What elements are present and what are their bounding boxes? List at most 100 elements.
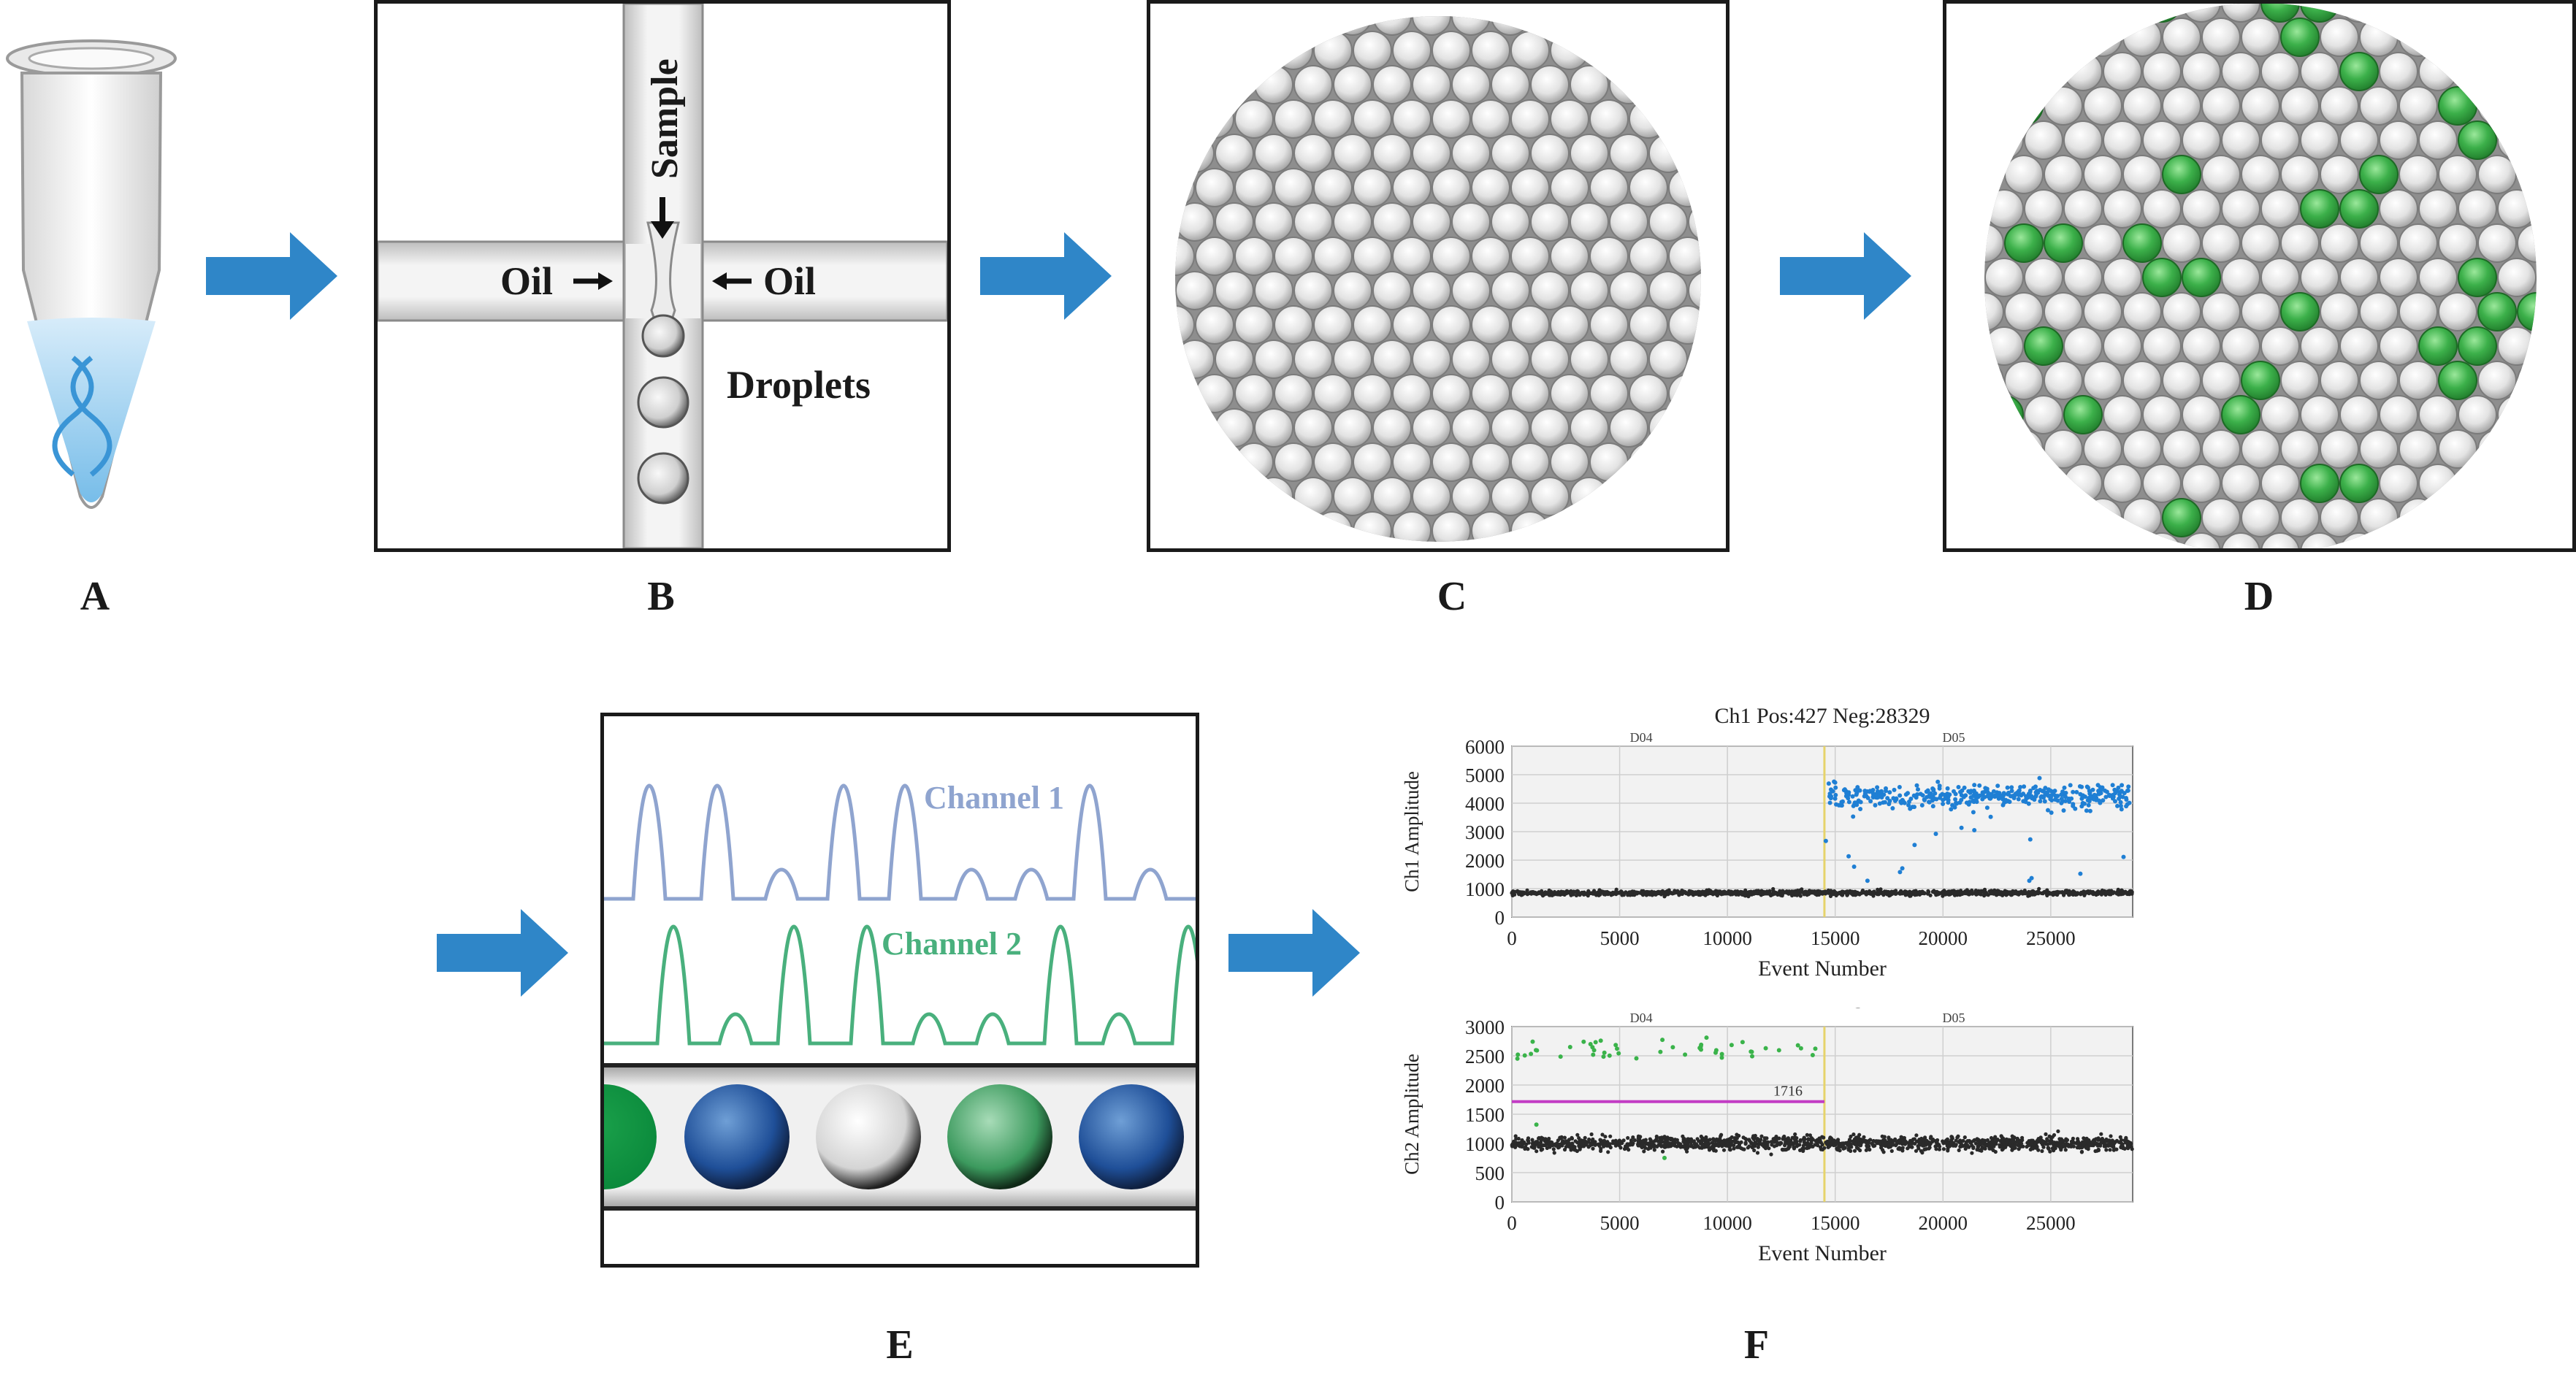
positive-point xyxy=(2022,784,2027,789)
positive-point xyxy=(2016,797,2021,802)
positive-point xyxy=(2098,791,2103,796)
positive-point xyxy=(2005,785,2010,790)
channel-1-droplet xyxy=(1079,1084,1184,1189)
negative-point xyxy=(1763,892,1767,896)
droplet xyxy=(1491,65,1530,104)
negative-point xyxy=(2033,1141,2038,1145)
positive-point xyxy=(1683,1052,1688,1057)
droplet xyxy=(2438,292,2477,331)
negative-point xyxy=(1798,894,1803,898)
negative-point xyxy=(1921,1138,1925,1142)
negative-point xyxy=(1513,1143,1518,1148)
negative-point xyxy=(1908,889,1912,894)
negative-point xyxy=(2094,1137,2098,1141)
negative-point xyxy=(1966,890,1971,895)
negative-point xyxy=(1755,1151,1760,1155)
positive-point xyxy=(1903,792,1908,797)
droplet xyxy=(2399,429,2438,469)
negative-point xyxy=(1681,1134,1685,1138)
positive-point xyxy=(1581,1039,1586,1044)
droplet xyxy=(2162,223,2201,263)
negative-point xyxy=(1728,1137,1732,1141)
droplet xyxy=(2044,429,2083,469)
negative-point xyxy=(2071,1136,2075,1141)
negative-point xyxy=(1547,892,1551,896)
negative-point xyxy=(1740,892,1745,896)
positive-point xyxy=(2048,793,2053,798)
droplet xyxy=(2359,86,2399,126)
positive-point xyxy=(1615,1046,1619,1051)
negative-point xyxy=(1887,1136,1891,1141)
positive-point xyxy=(2120,783,2125,788)
droplet xyxy=(1215,408,1254,448)
negative-point xyxy=(1650,893,1654,897)
negative-point xyxy=(1755,1138,1760,1143)
negative-point xyxy=(1577,1136,1581,1141)
negative-point xyxy=(1950,889,1954,894)
negative-point xyxy=(1985,1138,1990,1143)
y-tick-label: 5000 xyxy=(1465,764,1505,786)
negative-point xyxy=(1980,1145,1984,1149)
droplet xyxy=(1648,202,1688,242)
droplet xyxy=(1293,271,1333,310)
droplet xyxy=(2300,120,2339,160)
droplet xyxy=(1372,202,1412,242)
negative-point xyxy=(1862,1139,1866,1143)
droplet xyxy=(2517,361,2537,400)
negative-point xyxy=(1664,890,1668,894)
negative-point xyxy=(2079,1146,2084,1150)
negative-point xyxy=(1920,1151,1925,1155)
positive-point xyxy=(2122,791,2127,796)
x-tick-label: 5000 xyxy=(1600,927,1640,949)
negative-point xyxy=(1818,892,1822,896)
positive-droplet xyxy=(2024,326,2063,366)
negative-point xyxy=(2095,1149,2099,1153)
negative-point xyxy=(2077,1141,2082,1145)
droplet xyxy=(1293,340,1333,379)
negative-point xyxy=(1589,1132,1594,1137)
droplet xyxy=(1984,189,2024,229)
right-arrow-icon xyxy=(980,232,1112,320)
droplet xyxy=(1333,477,1372,516)
negative-point xyxy=(1562,891,1566,895)
negative-point xyxy=(1760,1143,1765,1147)
positive-point xyxy=(1529,1051,1534,1057)
droplet xyxy=(2142,395,2182,434)
droplet xyxy=(1372,340,1412,379)
positive-point xyxy=(2077,784,2082,789)
droplet xyxy=(2260,52,2300,91)
negative-point xyxy=(1948,1141,1952,1146)
droplet xyxy=(2103,258,2142,297)
positive-point xyxy=(1881,800,1886,805)
positive-point xyxy=(1959,825,1964,830)
negative-point xyxy=(2079,1150,2084,1154)
negative-point xyxy=(2099,889,2103,894)
negative-point xyxy=(1719,1132,1724,1137)
positive-point xyxy=(1834,802,1838,807)
positive-point xyxy=(2043,786,2048,791)
negative-point xyxy=(1772,1140,1776,1144)
droplet xyxy=(2241,86,2280,126)
negative-point xyxy=(2090,1143,2094,1148)
negative-point xyxy=(2054,1143,2058,1148)
droplet xyxy=(1254,340,1293,379)
negative-point xyxy=(1716,1141,1721,1146)
droplet xyxy=(2497,326,2537,366)
negative-point xyxy=(1540,894,1545,898)
droplet xyxy=(2063,258,2103,297)
droplet xyxy=(1215,202,1254,242)
droplet xyxy=(2418,120,2458,160)
positive-point xyxy=(2087,799,2092,804)
droplet xyxy=(2182,52,2221,91)
negative-point xyxy=(1671,1143,1675,1147)
y-tick-label: 2500 xyxy=(1465,1046,1505,1067)
positive-point xyxy=(1699,1042,1704,1047)
droplet xyxy=(2458,189,2497,229)
negative-point xyxy=(2118,1135,2122,1139)
positive-droplet xyxy=(2280,292,2320,331)
positive-point xyxy=(1875,785,1880,790)
negative-point xyxy=(1640,1145,1644,1149)
negative-point xyxy=(1809,889,1813,894)
negative-point xyxy=(1650,1141,1655,1146)
negative-point xyxy=(1930,1137,1935,1142)
